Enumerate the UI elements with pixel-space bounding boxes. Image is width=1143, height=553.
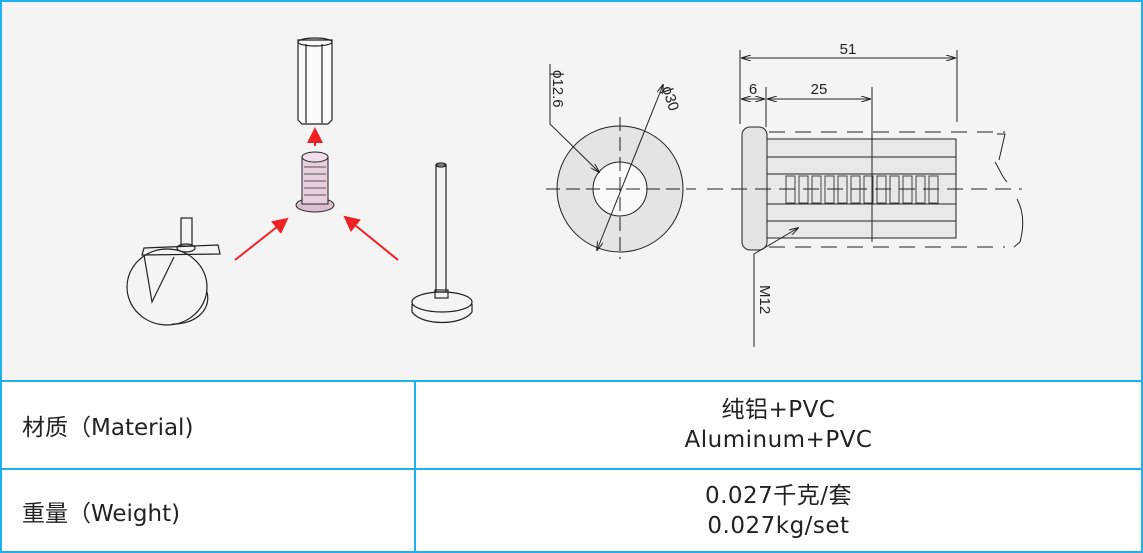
tube-illustration [297,37,333,125]
thread-label: M12 [756,285,773,314]
inner-diameter-label: ϕ12.6 [549,70,566,108]
total-length-label: 51 [840,41,857,58]
leveling-foot-illustration [411,162,473,323]
insert-depth-label: 25 [811,81,828,98]
outer-diameter-label: ϕ30 [658,84,682,113]
material-value-en: Aluminum+PVC [684,427,873,453]
product-figure: ϕ12.6 ϕ30 51 [2,2,1141,382]
end-view-drawing [546,64,696,259]
weight-label: 重量（Weight) [2,470,416,551]
product-drawing: ϕ12.6 ϕ30 51 [126,37,1024,347]
weight-value-cn: 0.027千克/套 [704,482,853,509]
material-label: 材质（Material) [2,382,416,468]
side-view-drawing [707,50,1024,347]
arrow-from-caster [234,217,289,261]
spec-row-material: 材质（Material) 纯铝+PVC Aluminum+PVC [2,382,1141,470]
insert-illustration [295,151,335,213]
weight-value-en: 0.027kg/set [707,512,850,539]
material-value: 纯铝+PVC Aluminum+PVC [416,382,1141,468]
flange-label: 6 [749,81,757,98]
spec-row-weight: 重量（Weight) 0.027千克/套 0.027kg/set [2,470,1141,551]
weight-value: 0.027千克/套 0.027kg/set [416,470,1141,551]
assembly-arrows [234,127,399,261]
material-value-cn: 纯铝+PVC [721,397,836,423]
arrow-from-foot [343,215,399,261]
caster-wheel-illustration [126,217,221,326]
